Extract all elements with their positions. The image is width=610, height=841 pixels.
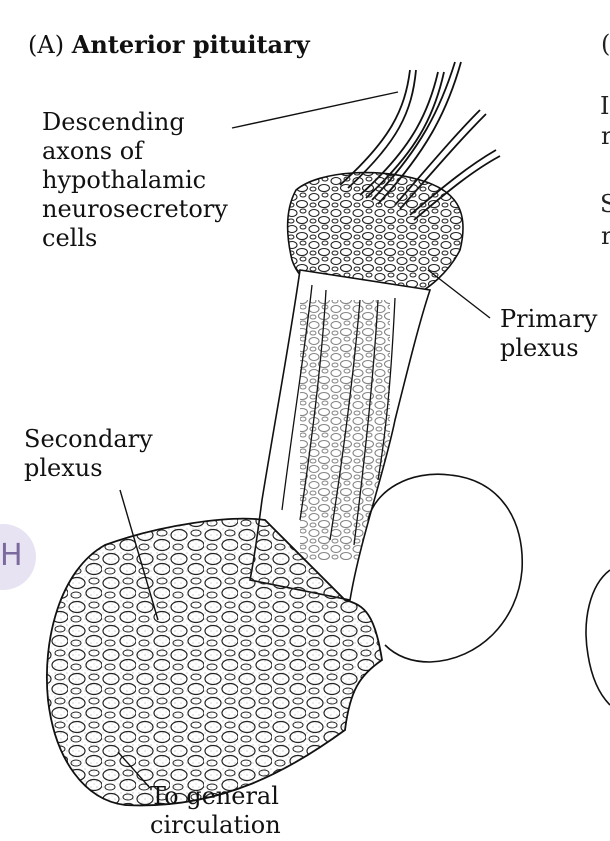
- leader-primary-plexus: [427, 269, 491, 319]
- label-general-circulation: To general circulation: [150, 782, 281, 839]
- cut-off-circle: [585, 569, 610, 706]
- label-secondary-plexus: Secondary plexus: [24, 425, 153, 482]
- leader-secondary-plexus: [119, 489, 159, 621]
- panel-title: (A) Anterior pituitary: [28, 30, 310, 59]
- cut-off-S: S: [600, 190, 610, 218]
- leader-general-circulation: [117, 751, 151, 789]
- cut-off-r2: r: [601, 222, 610, 250]
- label-primary-plexus: Primary plexus: [500, 305, 598, 362]
- leader-descending-axons: [231, 91, 399, 129]
- posterior-lobe-outline: [367, 473, 523, 663]
- label-descending-axons: Descending axons of hypothalamic neurose…: [42, 108, 228, 252]
- cut-off-r1: r: [601, 122, 610, 150]
- cut-off-paren: (: [601, 30, 610, 58]
- primary-plexus-shape: [286, 171, 464, 306]
- panel-title-text: Anterior pituitary: [71, 30, 310, 59]
- side-badge-letter: H: [0, 538, 23, 573]
- cut-off-I: I: [600, 92, 610, 120]
- panel-letter: (A): [28, 31, 65, 59]
